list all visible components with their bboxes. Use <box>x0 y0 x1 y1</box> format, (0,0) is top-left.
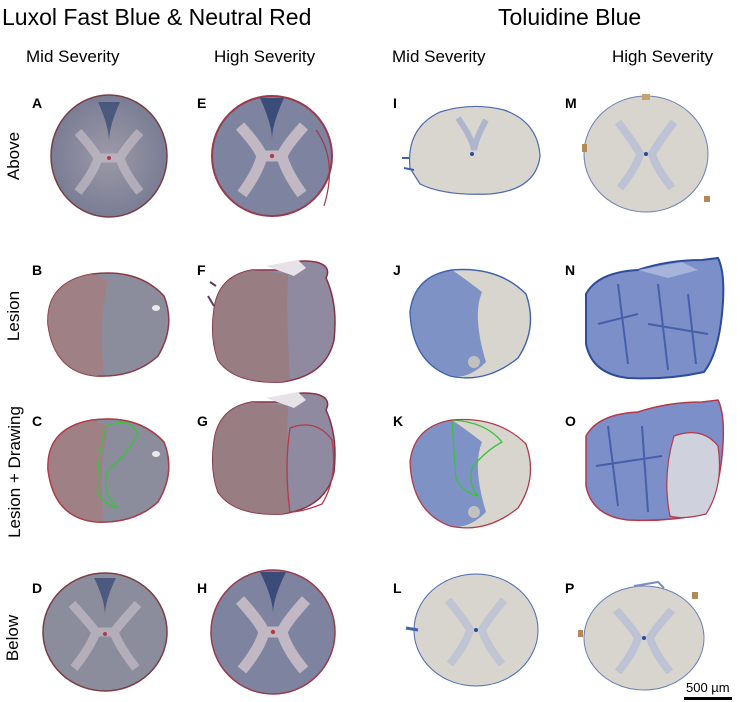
tissue-section-l <box>404 570 544 690</box>
tissue-section-b <box>38 266 176 382</box>
tissue-section-d <box>40 570 170 694</box>
tissue-section-p <box>578 580 710 692</box>
tissue-section-h <box>206 566 340 698</box>
toluidine-blue-title: Toluidine Blue <box>498 4 642 30</box>
tissue-section-j <box>402 262 540 384</box>
panel-letter-a: A <box>32 95 43 111</box>
column-header-tb-mid: Mid Severity <box>392 47 486 66</box>
panel-letter-g: G <box>197 413 208 429</box>
panel-letter-p: P <box>565 580 575 596</box>
column-header-lfb-mid: Mid Severity <box>26 47 120 66</box>
scale-bar-label: 500 µm <box>686 680 730 695</box>
panel-letter-f: F <box>197 262 206 278</box>
panel-letter-h: H <box>197 580 208 596</box>
panel-letter-c: C <box>32 413 43 429</box>
tissue-section-i <box>400 98 546 198</box>
panel-letter-e: E <box>197 95 207 111</box>
tissue-section-m <box>580 92 712 214</box>
column-header-tb-high: High Severity <box>612 47 714 66</box>
panel-letter-k: K <box>393 413 404 429</box>
lfb-nr-title: Luxol Fast Blue & Neutral Red <box>2 4 312 30</box>
panel-letter-l: L <box>393 580 402 596</box>
tissue-section-k <box>402 412 540 534</box>
tissue-section-g <box>206 388 340 520</box>
row-label-lesion-drawing: Lesion + Drawing <box>5 406 24 538</box>
panel-letter-b: B <box>32 262 43 278</box>
row-label-above: Above <box>4 131 23 181</box>
column-header-lfb-high: High Severity <box>214 47 316 66</box>
scale-bar <box>684 697 732 700</box>
tissue-section-c <box>38 412 176 528</box>
panel-letter-o: O <box>565 413 576 429</box>
panel-letter-i: I <box>393 95 397 111</box>
panel-letter-j: J <box>393 262 401 278</box>
panel-letter-d: D <box>32 580 43 596</box>
tissue-section-f <box>206 256 340 388</box>
row-label-below: Below <box>3 614 22 662</box>
row-label-lesion: Lesion <box>4 290 23 342</box>
tissue-section-o <box>578 396 730 526</box>
tissue-section-e <box>206 90 338 220</box>
panel-letter-m: M <box>565 95 577 111</box>
tissue-section-a <box>48 92 170 220</box>
tissue-section-n <box>578 254 730 384</box>
panel-letter-n: N <box>565 262 576 278</box>
